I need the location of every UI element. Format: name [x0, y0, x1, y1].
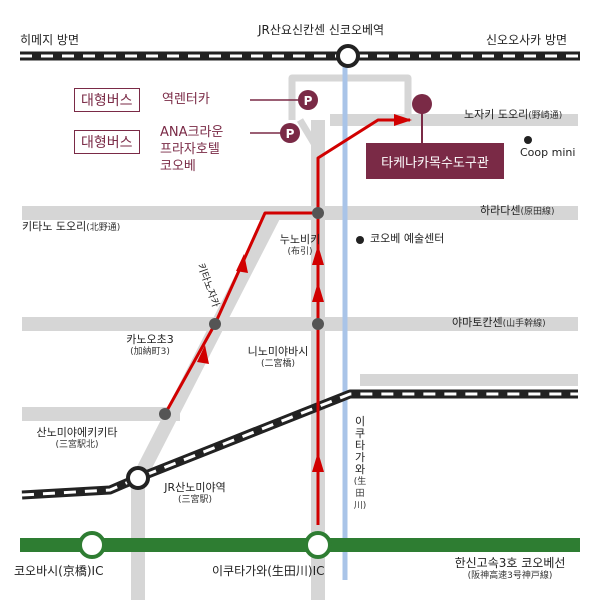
coop-mini-label: Coop mini [520, 146, 576, 159]
coop-dot [524, 136, 532, 144]
kitano-dori-name: 키타노 도오리 [22, 220, 87, 233]
jr-rail [21, 389, 578, 500]
yamate-kansen-kanji: (山手幹線) [502, 319, 546, 329]
bus-tag-1: 대형버스 [74, 88, 140, 112]
hanshin-expressway [20, 531, 580, 559]
ikutagawa-river-name: 이쿠타가와 [354, 415, 366, 476]
arrow-6 [394, 114, 412, 126]
parking-markers: P P [250, 90, 318, 143]
arrow-1 [312, 452, 324, 472]
harada-sen-label: 하라다센(原田線) [480, 204, 555, 218]
stop-nunobiki-name: 누노비키 [279, 233, 321, 246]
stop-nunobiki-kanji: (布引) [287, 246, 313, 257]
route-arrows [197, 114, 412, 472]
stop-nunobiki-dot [312, 207, 324, 219]
stop-nunobiki-label: 누노비키 (布引) [270, 233, 330, 257]
kyobashi-ic-label: 코오바시(京橋)IC [14, 564, 104, 578]
stop-kanocho3-dot [209, 318, 221, 330]
stop-kanocho3-kanji: (加納町3) [130, 346, 170, 357]
arrow-2 [312, 282, 324, 302]
hotel-line-3: 코오베 [160, 159, 196, 174]
road-parking-stub [296, 118, 322, 152]
arrow-4 [197, 345, 209, 364]
shinkansen-station-marker [336, 44, 360, 68]
ikutagawa-ic-label: 이쿠타가와(生田川)IC [212, 564, 325, 578]
stop-ninomiyabashi-label: 니노미야바시 (二宮橋) [238, 345, 318, 369]
nozaki-dori-name: 노자키 도오리 [464, 108, 529, 121]
stop-ninomiyabashi-kanji: (二宮橋) [260, 358, 296, 369]
art-center-dot [356, 236, 364, 244]
kitano-dori-kanji: (北野通) [86, 223, 121, 233]
arrow-5 [236, 254, 248, 273]
hotel-line-1: ANA크라운 [160, 125, 224, 140]
kobe-art-center-label: 코오베 예술센터 [370, 232, 445, 245]
shin-osaka-direction-label: 신오오사카 방면 [486, 33, 568, 47]
stop-ninomiyabashi-dot [312, 318, 324, 330]
harada-sen-kanji: (原田線) [520, 207, 555, 217]
hanshin-route-label: 한신고속3호 코오베선 (阪神高速3号神戸線) [430, 556, 590, 581]
stop-sannomiya-kita-label: 산노미야에키키타 (三宮駅北) [22, 426, 132, 450]
parking-hotel-label: ANA크라운 프라자호텔 코오베 [160, 124, 223, 175]
bus-tag-2: 대형버스 [74, 130, 140, 154]
parking-icon-1 [298, 90, 318, 110]
ikutagawa-river-label: 이쿠타가와 (生田川) [353, 416, 367, 512]
stop-sannomiya-kita-name: 산노미야에키키타 [36, 426, 118, 439]
jr-sannomiya-station-kanji: (三宮駅) [177, 494, 213, 505]
stop-ninomiyabashi-name: 니노미야바시 [247, 345, 309, 358]
jr-sannomiya-station-label: JR산노미야역 (三宮駅) [150, 481, 240, 505]
road-parking-loop [288, 74, 412, 120]
nozaki-dori-label: 노자키 도오리(野崎通) [464, 108, 563, 122]
yamate-kansen-label: 야마토칸센(山手幹線) [452, 316, 546, 330]
hanshin-route-kanji: (阪神高速3号神戸線) [467, 570, 553, 581]
yamate-kansen-name: 야마토칸센 [452, 316, 503, 329]
parking-rent-a-car-label: 역렌터카 [162, 92, 210, 107]
stop-sannomiya-kita-kanji: (三宮駅北) [55, 439, 99, 450]
parking-icon-1-letter: P [304, 94, 313, 108]
hanshin-route-name: 한신고속3호 코오베선 [454, 556, 566, 570]
parking-icon-2-letter: P [286, 127, 295, 141]
stop-kanocho3-label: 카노오초3 (加納町3) [115, 333, 185, 357]
sannomiya-station-marker [126, 466, 150, 490]
arrow-3 [312, 245, 324, 265]
harada-sen-name: 하라다센 [480, 204, 521, 217]
parking-icon-2 [280, 123, 300, 143]
hotel-line-2: 프라자호텔 [160, 142, 220, 157]
ikutagawa-river-kanji: (生田川) [353, 477, 367, 511]
jr-sannomiya-station-name: JR산노미야역 [164, 481, 226, 494]
himeji-direction-label: 히메지 방면 [20, 33, 80, 47]
nozaki-dori-kanji: (野崎通) [528, 111, 563, 121]
stop-kanocho3-name: 카노오초3 [126, 333, 174, 346]
stop-markers [159, 207, 324, 420]
shinkansen-rail [20, 44, 580, 68]
museum-marker [412, 94, 432, 114]
kitano-dori-label: 키타노 도오리(北野通) [22, 220, 121, 234]
kyobashi-ic-marker [78, 531, 106, 559]
ikutagawa-ic-marker [304, 531, 332, 559]
museum-label-box: 타케나카목수도구관 [366, 143, 504, 179]
shin-kobe-station-label: JR산요신칸센 신코오베역 [258, 23, 385, 37]
stop-sannomiya-kita-dot [159, 408, 171, 420]
